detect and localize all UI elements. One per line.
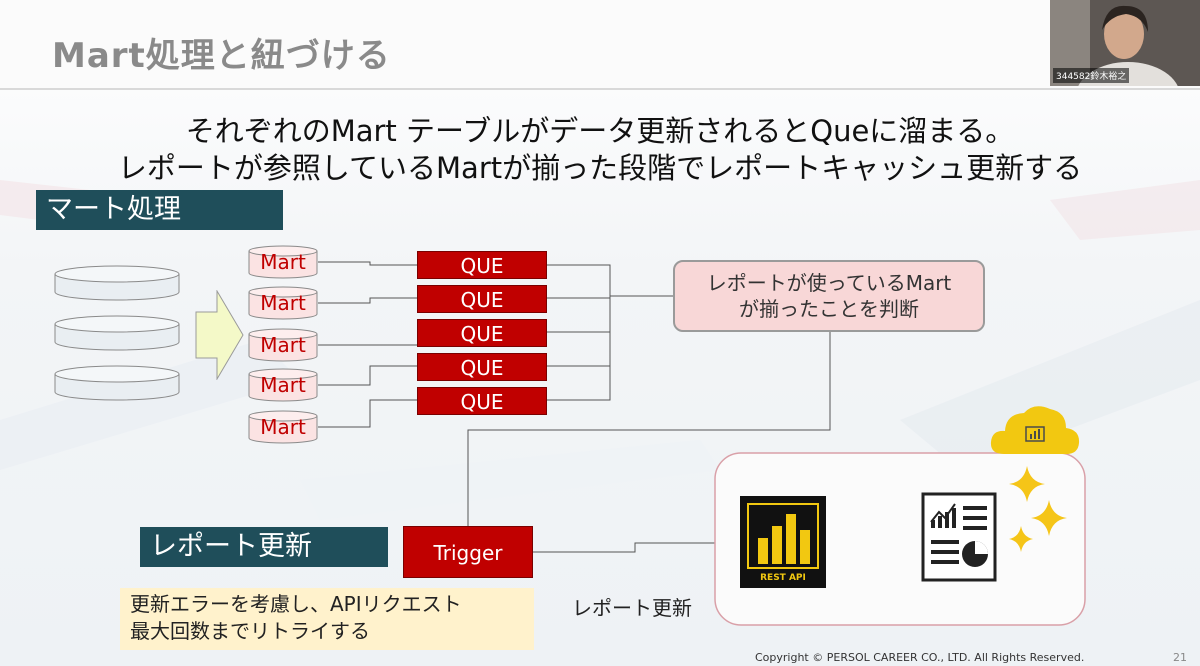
page-number: 21 [1173, 651, 1187, 664]
mart-table: Mart [248, 245, 318, 279]
trigger-box: Trigger [403, 526, 533, 578]
participant-name: 344582鈴木裕之 [1053, 68, 1130, 83]
database-icon [54, 315, 180, 351]
title-bar: Mart処理と紐づける [0, 0, 1200, 90]
database-icon [248, 368, 318, 402]
headline-line-2: レポートが参照しているMartが揃った段階でレポートキャッシュ更新する [117, 151, 1083, 185]
database-icon [248, 328, 318, 362]
mart-ready-judgement-box: レポートが使っているMart が揃ったことを判断 [673, 260, 985, 332]
mart-table: Mart [248, 410, 318, 444]
database-icon [248, 410, 318, 444]
power-bi-rest-api-icon: REST API [740, 496, 826, 588]
que-box: QUE [417, 251, 547, 279]
database-icon [54, 265, 180, 301]
section-label-report-update: レポート更新 [140, 527, 388, 567]
que-box: QUE [417, 319, 547, 347]
mart-label: Mart [260, 291, 306, 315]
report-document-icon [921, 492, 997, 582]
arrow-right-icon [195, 290, 244, 380]
judge-line-2: が揃ったことを判断 [739, 297, 919, 321]
mart-table: Mart [248, 368, 318, 402]
mart-label: Mart [260, 415, 306, 439]
judge-line-1: レポートが使っているMart [706, 271, 952, 295]
database-icon [54, 365, 180, 401]
report-update-label: レポート更新 [572, 596, 692, 620]
database-icon [248, 245, 318, 279]
que-box: QUE [417, 285, 547, 313]
webcam-video-tile[interactable]: 344582鈴木裕之 [1050, 0, 1200, 86]
database-icon [248, 286, 318, 320]
note-line-2: 最大回数までリトライする [130, 619, 370, 643]
rest-api-text: REST API [760, 573, 806, 583]
retry-note: 更新エラーを考慮し、APIリクエスト 最大回数までリトライする [120, 588, 534, 650]
mart-table: Mart [248, 286, 318, 320]
mart-label: Mart [260, 333, 306, 357]
headline-line-1: それぞれのMart テーブルがデータ更新されるとQueに溜まる。 [185, 114, 1015, 148]
que-box: QUE [417, 353, 547, 381]
source-databases [54, 265, 180, 401]
section-label-mart-processing: マート処理 [36, 190, 283, 230]
mart-label: Mart [260, 373, 306, 397]
slide-title: Mart処理と紐づける [52, 36, 391, 76]
copyright-footer: Copyright © PERSOL CAREER CO., LTD. All … [755, 651, 1085, 664]
que-box: QUE [417, 387, 547, 415]
sparkle-icon [1009, 466, 1067, 552]
mart-table: Mart [248, 328, 318, 362]
note-line-1: 更新エラーを考慮し、APIリクエスト [130, 592, 462, 616]
mart-label: Mart [260, 250, 306, 274]
power-bi-cloud-icon [990, 406, 1080, 455]
